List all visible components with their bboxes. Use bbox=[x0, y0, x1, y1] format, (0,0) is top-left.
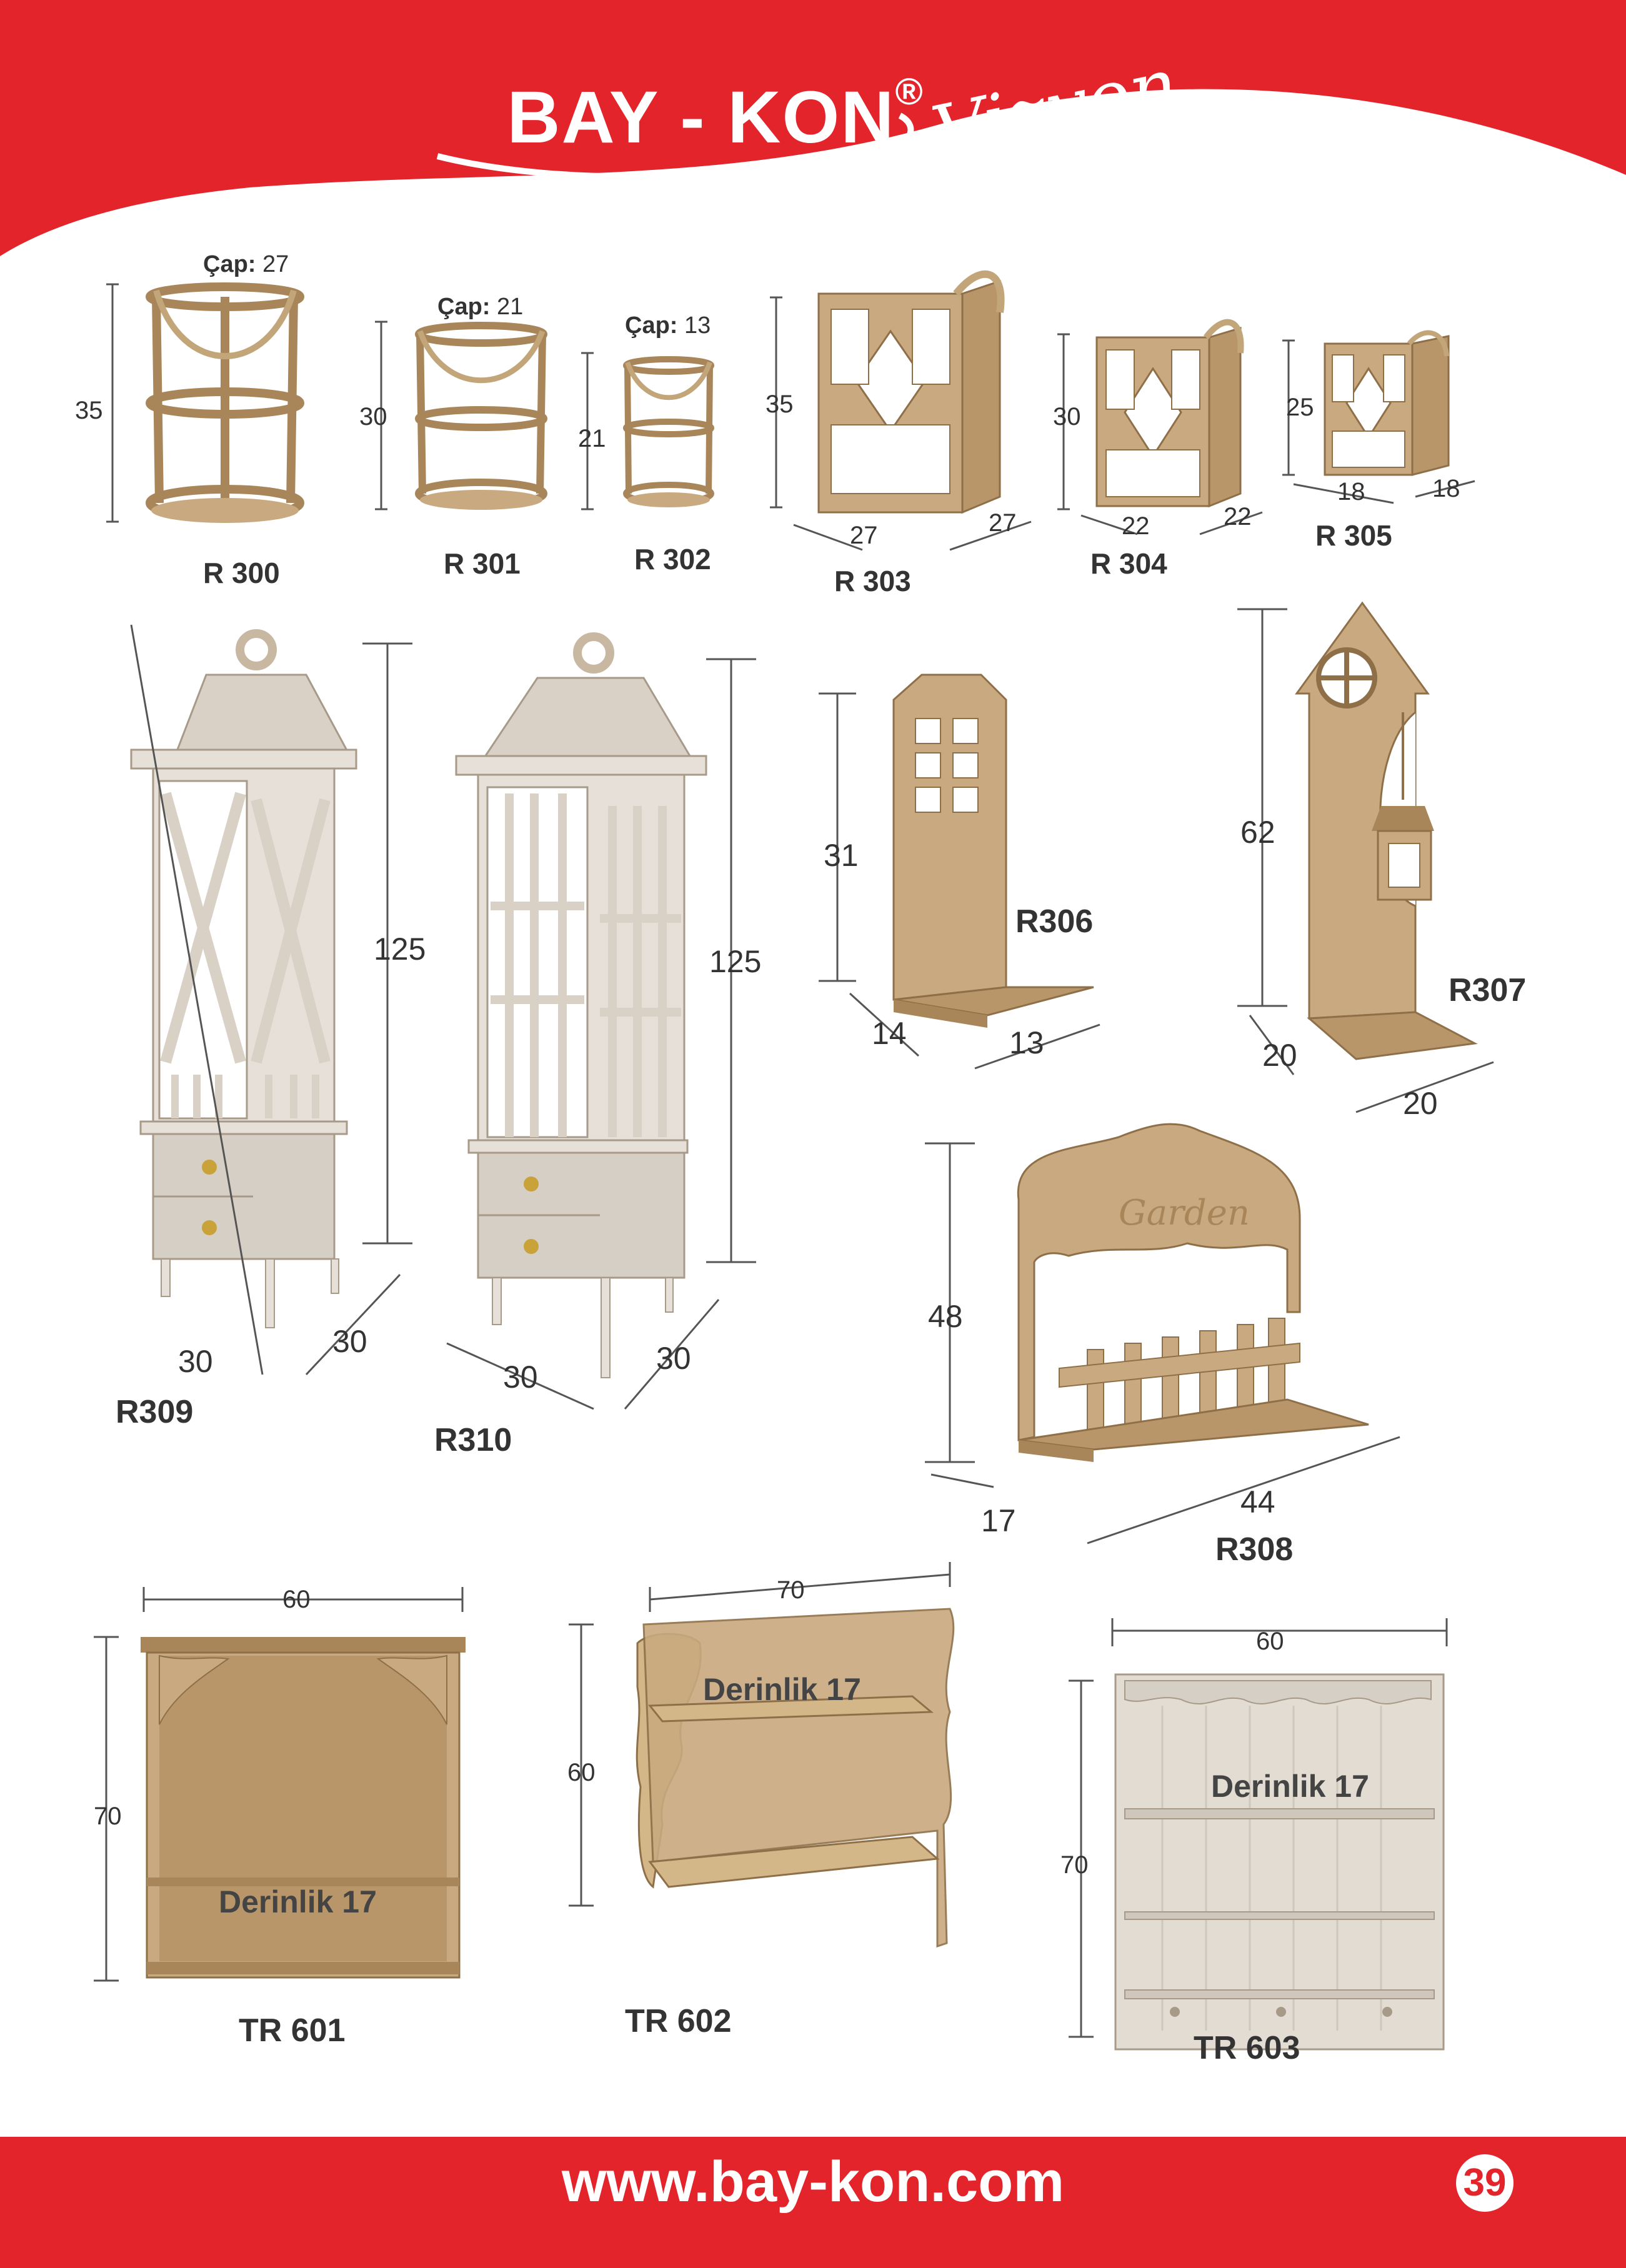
r307-depth: 20 bbox=[1403, 1086, 1438, 1121]
r309-height: 125 bbox=[374, 932, 426, 967]
r310-code: R310 bbox=[434, 1422, 512, 1458]
tr603-depth-label: Derinlik 17 bbox=[1211, 1769, 1369, 1804]
brand-name: BAY - KON bbox=[507, 76, 895, 159]
r300-diameter: Çap: 27 bbox=[203, 251, 289, 277]
r301-height: 30 bbox=[359, 403, 387, 430]
r300-illustration bbox=[106, 282, 304, 523]
tr603-illustration bbox=[1069, 1618, 1448, 2051]
r302-code: R 302 bbox=[634, 543, 711, 575]
tr602-width: 70 bbox=[777, 1576, 805, 1604]
r306-depth: 13 bbox=[1009, 1025, 1044, 1060]
r306-height: 31 bbox=[824, 838, 859, 873]
tr603-code: TR 603 bbox=[1194, 2030, 1300, 2066]
r310-depth: 30 bbox=[656, 1341, 691, 1376]
brand-logo: BAY - KON® bbox=[478, 71, 953, 160]
tr601-width: 60 bbox=[282, 1586, 311, 1613]
tr603-width: 60 bbox=[1256, 1628, 1284, 1655]
r304-code: R 304 bbox=[1090, 547, 1167, 580]
r308-illustration: Garden bbox=[925, 1123, 1400, 1544]
page-number: 39 bbox=[1456, 2154, 1514, 2212]
r303-illustration bbox=[770, 270, 1032, 551]
r310-height: 125 bbox=[709, 944, 762, 979]
r303-depth: 27 bbox=[989, 509, 1017, 537]
r306-code: R306 bbox=[1015, 903, 1094, 940]
header-banner: BAY - KON® Vizyon HOBİ & SANATSAL bbox=[0, 0, 1626, 262]
r303-code: R 303 bbox=[834, 565, 911, 597]
tr602-depth-label: Derinlik 17 bbox=[703, 1672, 861, 1707]
tr602-code: TR 602 bbox=[625, 2003, 732, 2039]
r304-width: 22 bbox=[1122, 512, 1150, 540]
tr601-height: 70 bbox=[94, 1803, 122, 1830]
r307-width: 20 bbox=[1262, 1038, 1297, 1073]
r302-diameter: Çap: 13 bbox=[625, 312, 711, 339]
r303-height: 35 bbox=[766, 390, 794, 418]
r300-height: 35 bbox=[75, 397, 103, 424]
footer-bar bbox=[0, 2137, 1626, 2268]
r310-illustration bbox=[446, 632, 756, 1410]
r301-illustration bbox=[375, 321, 547, 510]
registered-mark: ® bbox=[895, 71, 924, 112]
r305-height: 25 bbox=[1286, 394, 1314, 421]
r308-height: 48 bbox=[928, 1299, 963, 1334]
tagline: HOBİ & SANATSAL bbox=[539, 188, 860, 227]
r302-height: 21 bbox=[578, 425, 606, 452]
r307-height: 62 bbox=[1240, 815, 1275, 850]
r301-code: R 301 bbox=[444, 547, 521, 580]
r305-depth: 18 bbox=[1432, 475, 1460, 502]
r306-width: 14 bbox=[872, 1016, 907, 1051]
r305-illustration bbox=[1282, 330, 1475, 504]
r305-code: R 305 bbox=[1315, 519, 1392, 552]
r309-code: R309 bbox=[116, 1394, 194, 1430]
tr602-illustration bbox=[569, 1562, 955, 1948]
r308-width: 17 bbox=[981, 1503, 1016, 1538]
r308-depth: 44 bbox=[1240, 1485, 1275, 1519]
tr601-illustration bbox=[94, 1587, 466, 1982]
website-link[interactable]: www.bay-kon.com bbox=[561, 2150, 1065, 2214]
tr602-height: 60 bbox=[567, 1759, 596, 1786]
r308-code: R308 bbox=[1215, 1531, 1294, 1568]
r304-height: 30 bbox=[1053, 403, 1081, 430]
r305-width: 18 bbox=[1337, 478, 1365, 505]
tr603-height: 70 bbox=[1060, 1851, 1089, 1879]
r303-width: 27 bbox=[850, 522, 878, 549]
tr601-code: TR 601 bbox=[239, 2012, 346, 2049]
tr601-depth-label: Derinlik 17 bbox=[219, 1884, 377, 1919]
r306-illustration bbox=[819, 674, 1100, 1070]
r307-code: R307 bbox=[1449, 972, 1527, 1008]
r302-illustration bbox=[581, 352, 714, 510]
r310-width: 30 bbox=[503, 1360, 538, 1395]
r309-width: 30 bbox=[178, 1344, 213, 1379]
r301-diameter: Çap: 21 bbox=[437, 294, 524, 320]
r300-code: R 300 bbox=[203, 557, 280, 589]
r308-sign-text: Garden bbox=[1119, 1193, 1250, 1233]
r304-depth: 22 bbox=[1224, 503, 1252, 530]
r309-depth: 30 bbox=[332, 1324, 367, 1359]
r304-illustration bbox=[1057, 319, 1263, 535]
header-red-wave bbox=[0, 0, 1626, 256]
r309-illustration bbox=[130, 624, 412, 1376]
r307-illustration bbox=[1237, 601, 1494, 1113]
